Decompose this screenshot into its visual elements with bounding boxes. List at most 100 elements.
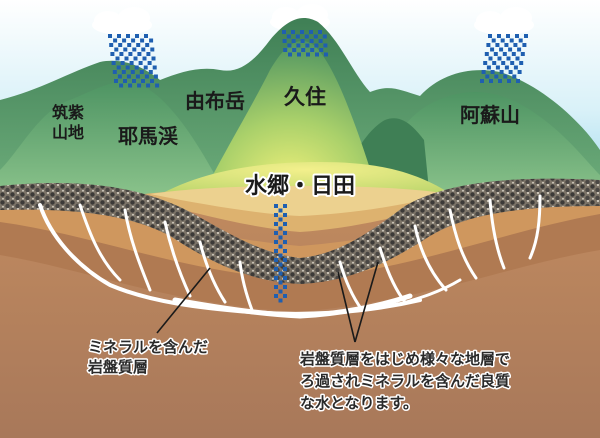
rain-drop (132, 47, 137, 52)
rain-drop (138, 61, 143, 65)
rain-drop (111, 61, 116, 65)
rain-drop (117, 74, 122, 79)
rain-drop (283, 294, 287, 298)
rain-drop (283, 258, 287, 262)
rain-drop (506, 56, 511, 61)
rain-drop (146, 52, 151, 56)
rain-drop (117, 34, 121, 38)
rain-drop (319, 48, 324, 52)
rain-drop (512, 74, 517, 79)
water-column-basin (274, 204, 287, 303)
rain-drop (490, 70, 495, 74)
label-yabakei: 耶馬渓 (118, 124, 179, 148)
rain-drop (519, 61, 524, 65)
rain-drop (131, 38, 136, 43)
rain-drop (517, 70, 522, 74)
rain-drop (501, 61, 506, 65)
rain-drop (142, 56, 147, 61)
rain-drop (318, 39, 323, 43)
rain-drop (155, 83, 160, 88)
rain-drop (504, 43, 509, 47)
rain-drop (120, 61, 125, 65)
rain-drop (135, 34, 139, 38)
rain-drop (283, 204, 287, 208)
rain-center (282, 30, 328, 57)
rain-drop (133, 56, 138, 61)
rain-left (108, 34, 160, 88)
rain-drop (144, 74, 149, 79)
rain-drop (283, 240, 287, 244)
rain-drop (513, 65, 518, 70)
label-chikushi-line1: 筑紫 (52, 103, 84, 122)
rain-drop (278, 244, 283, 249)
rain-drop (490, 47, 495, 52)
rain-drop (278, 208, 283, 213)
rain-drop (314, 43, 319, 48)
rain-drop (274, 276, 278, 280)
label-kuju: 久住 (284, 85, 326, 109)
rain-drop (502, 52, 507, 56)
rain-drop (324, 52, 328, 57)
annotation-bedrock-line1: ミネラルを含んだ (88, 338, 208, 356)
bedrock-gravel-layer (0, 178, 600, 284)
rain-drop (126, 74, 131, 79)
rain-drop (483, 61, 488, 65)
rain-drop (123, 47, 128, 52)
rain-drop (300, 30, 304, 34)
rain-drop (488, 34, 492, 38)
rain-drop (295, 34, 300, 39)
mountain-yabakei (0, 81, 215, 200)
rain-drop (497, 34, 501, 38)
rain-drop (114, 47, 119, 52)
rain-drop (112, 70, 117, 74)
rain-drop (283, 48, 288, 52)
rain-drop (274, 285, 278, 289)
rain-drop (315, 52, 319, 57)
rain-drop (125, 65, 130, 70)
rain-drop (135, 74, 140, 79)
rain-drop (300, 39, 305, 43)
rain-drop (506, 34, 510, 38)
rain-drop (283, 231, 287, 235)
rain-right (480, 34, 528, 83)
rain-drop (516, 79, 520, 83)
rain-drop (510, 61, 515, 65)
rain-drop (488, 56, 493, 61)
rain-drop (495, 43, 500, 47)
rain-drop (145, 43, 150, 47)
rain-drop (114, 79, 118, 83)
rain-drop (292, 48, 297, 52)
rain-cloud-right (474, 7, 534, 35)
rain-drop (139, 70, 144, 74)
label-chikushi-line2: 山地 (52, 123, 84, 142)
rain-drop (517, 47, 522, 52)
rain-drop (116, 65, 121, 70)
rain-drop (485, 74, 490, 79)
rain-drop (480, 79, 484, 83)
rain-drop (309, 39, 314, 43)
rain-drop (148, 70, 153, 74)
rain-drop (306, 52, 310, 57)
rain-drop (151, 56, 156, 61)
rain-drop (492, 61, 497, 65)
rain-drop (274, 222, 278, 226)
rain-drop (309, 30, 313, 34)
label-aso: 阿蘇山 (460, 103, 520, 127)
rain-drop (278, 235, 283, 240)
rain-drop (522, 43, 527, 47)
rain-drop (495, 65, 500, 70)
rain-drop (115, 56, 120, 61)
rain-drop (318, 30, 322, 34)
rain-drop (144, 34, 148, 38)
rain-drop (147, 61, 152, 65)
rain-drop (498, 79, 502, 83)
rain-drop (282, 30, 286, 34)
label-suigo-hita: 水郷・日田 (245, 174, 355, 199)
rain-drop (127, 43, 132, 47)
mountain-kuju (200, 40, 380, 200)
rain-drop (119, 83, 124, 88)
rain-drop (140, 38, 145, 43)
rain-drop (123, 79, 127, 83)
annotation-pointers (156, 261, 379, 343)
rain-drop (301, 48, 306, 52)
